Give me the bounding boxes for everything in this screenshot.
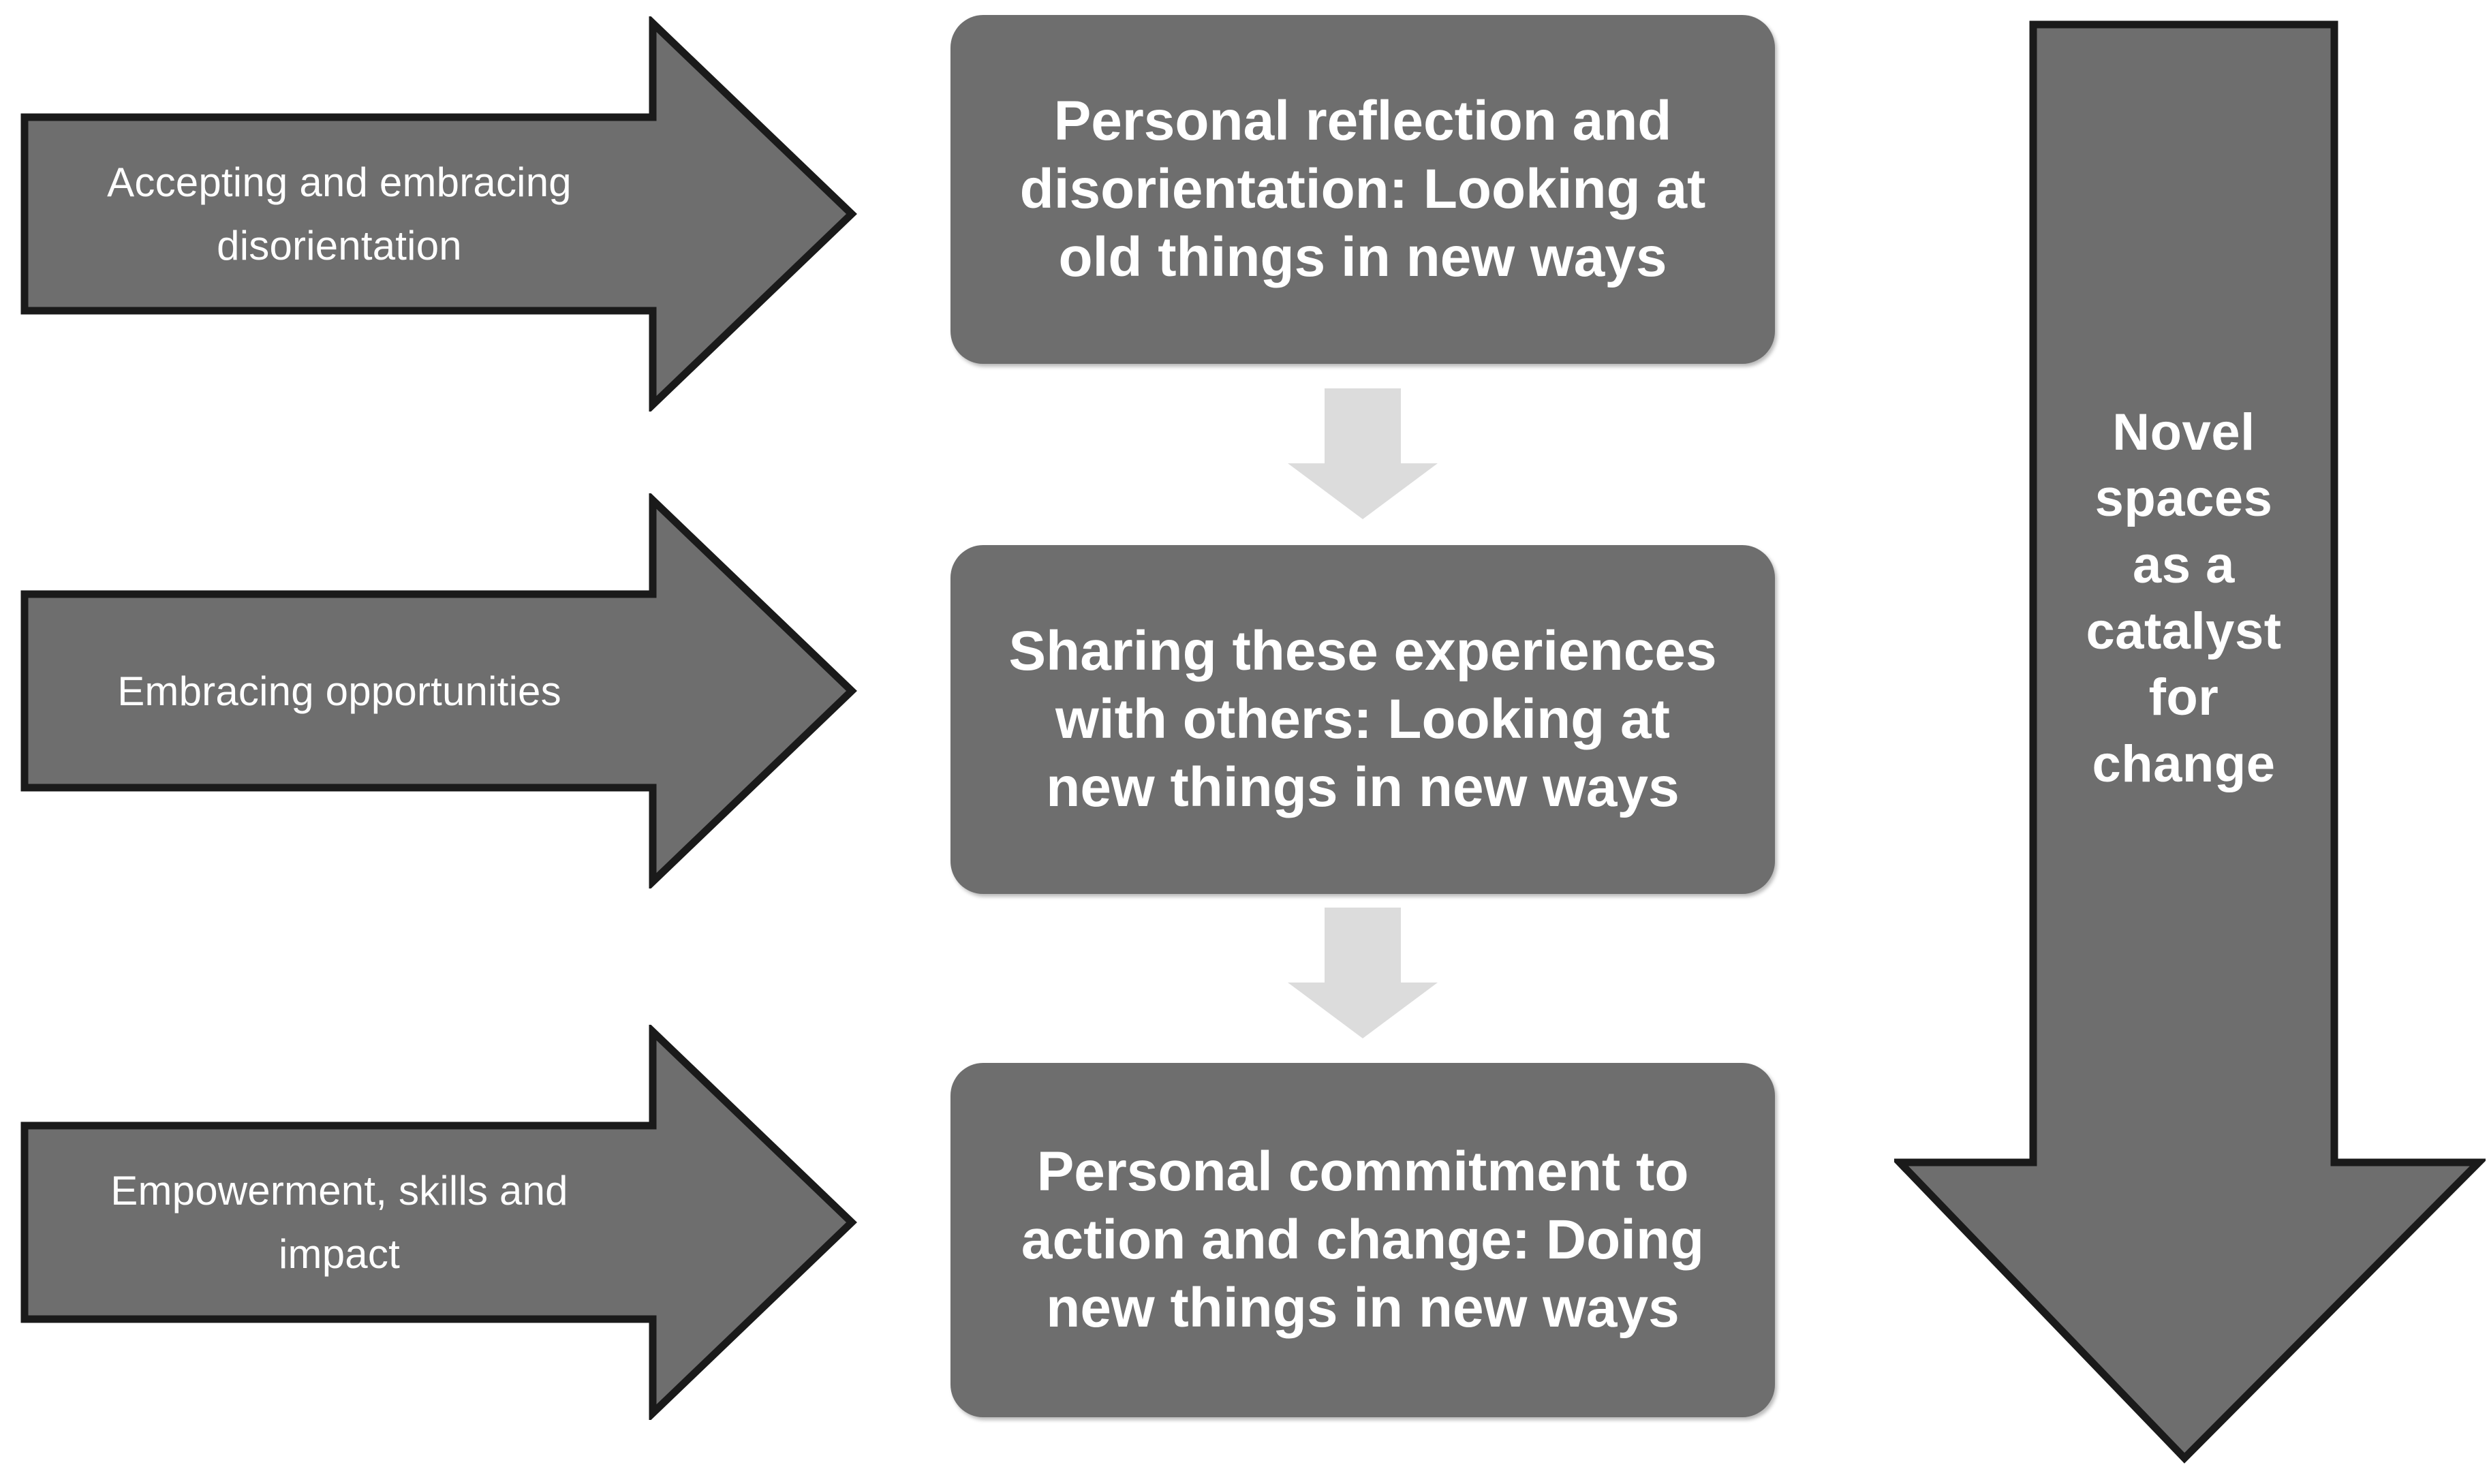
driver-arrow-3: Empowerment, skills and impact: [19, 1025, 857, 1420]
connector-arrow-1: [1286, 388, 1439, 521]
arrow-down-icon: [1288, 908, 1438, 1038]
stage-box-1: Personal reflection and disorientation: …: [950, 15, 1775, 364]
driver-arrow-2: Embracing opportunities: [19, 493, 857, 888]
connector-arrow-2: [1286, 908, 1439, 1040]
catalyst-arrow: Novel spaces as a catalyst for change: [1894, 19, 2486, 1465]
stage-box-2-label: Sharing these experiences with others: L…: [1008, 619, 1717, 819]
stage-box-1-label: Personal reflection and disorientation: …: [1019, 89, 1706, 289]
arrow-right-icon: [20, 493, 857, 888]
arrow-down-icon: [1894, 20, 2486, 1464]
stage-box-2: Sharing these experiences with others: L…: [950, 545, 1775, 894]
arrow-right-icon: [20, 16, 857, 412]
arrow-right-icon: [20, 1025, 857, 1420]
driver-arrow-1: Accepting and embracing disorientation: [19, 16, 857, 412]
arrow-down-icon: [1288, 388, 1438, 519]
stage-box-3: Personal commitment to action and change…: [950, 1063, 1775, 1417]
stage-box-3-label: Personal commitment to action and change…: [1021, 1140, 1705, 1340]
